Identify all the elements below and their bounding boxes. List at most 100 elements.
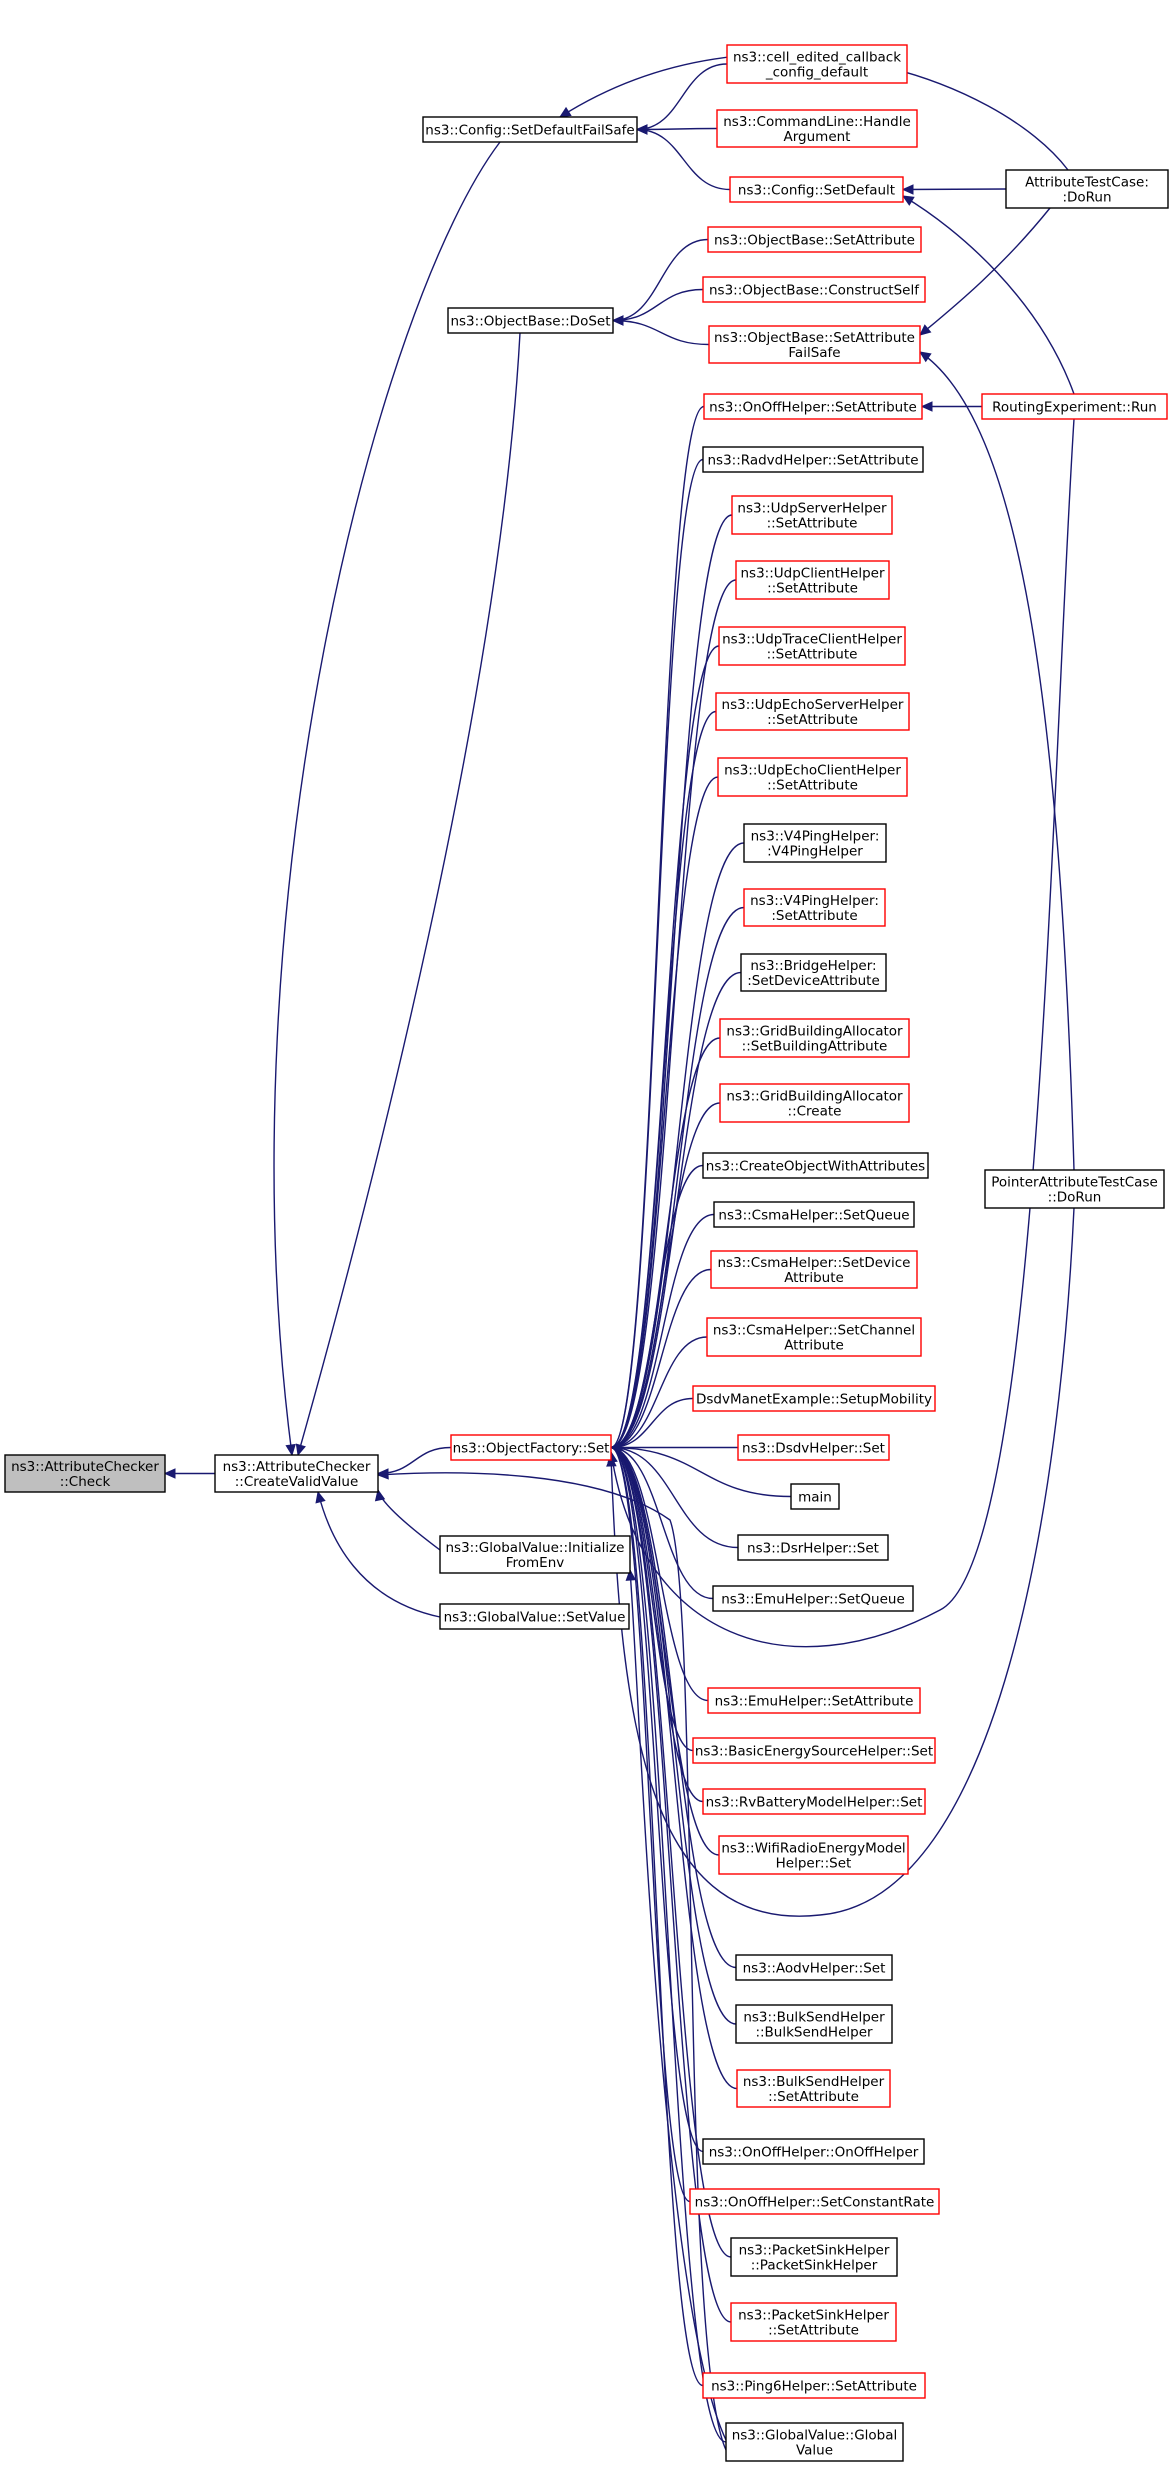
node-csma-setdevattr[interactable]: ns3::CsmaHelper::SetDeviceAttribute xyxy=(710,1250,918,1289)
node-gridbuilding-create[interactable]: ns3::GridBuildingAllocator::Create xyxy=(719,1083,910,1123)
node-box xyxy=(740,953,887,992)
node-onoff-ctor[interactable]: ns3::OnOffHelper::OnOffHelper xyxy=(702,2138,925,2165)
node-cell-edited[interactable]: ns3::cell_edited_callback_config_default xyxy=(726,44,908,84)
node-label: ::BulkSendHelper xyxy=(755,2025,873,2041)
edge-line xyxy=(273,141,501,1456)
node-object-base-doset[interactable]: ns3::ObjectBase::DoSet xyxy=(447,307,614,334)
node-onoff-setattr[interactable]: ns3::OnOffHelper::SetAttribute xyxy=(703,393,923,420)
node-label: ns3::RvBatteryModelHelper::Set xyxy=(706,1795,923,1811)
node-box xyxy=(790,1483,840,1510)
edges-layer xyxy=(163,53,1075,2451)
node-objbase-setattr[interactable]: ns3::ObjectBase::SetAttribute xyxy=(707,226,922,253)
node-udpechoserver-setattr[interactable]: ns3::UdpEchoServerHelper::SetAttribute xyxy=(715,692,910,731)
node-label: ns3::UdpEchoClientHelper xyxy=(724,763,901,779)
node-label: ::DoRun xyxy=(1048,1190,1102,1206)
node-box xyxy=(422,116,638,143)
node-udptrace-setattr[interactable]: ns3::UdpTraceClientHelper::SetAttribute xyxy=(718,626,906,666)
edge-line xyxy=(636,63,728,131)
node-onoff-setconst[interactable]: ns3::OnOffHelper::SetConstantRate xyxy=(689,2188,940,2215)
node-udpserver-setattr[interactable]: ns3::UdpServerHelper::SetAttribute xyxy=(731,495,893,535)
node-box xyxy=(743,823,887,863)
node-emu-setqueue[interactable]: ns3::EmuHelper::SetQueue xyxy=(712,1585,914,1612)
node-packetsink-setattr[interactable]: ns3::PacketSinkHelper::SetAttribute xyxy=(730,2302,897,2342)
node-box xyxy=(984,1169,1165,1209)
edge-line xyxy=(610,1207,1075,1917)
nodes-layer: ns3::AttributeChecker::Checkns3::Attribu… xyxy=(4,44,1169,2462)
node-label: :SetAttribute xyxy=(771,908,857,924)
node-box xyxy=(708,325,921,364)
node-create-obj-attrs[interactable]: ns3::CreateObjectWithAttributes xyxy=(702,1152,929,1179)
node-emu-setattr[interactable]: ns3::EmuHelper::SetAttribute xyxy=(707,1687,921,1714)
node-label: ::SetAttribute xyxy=(768,2323,859,2339)
edge-line xyxy=(612,288,704,322)
node-label: ns3::UdpEchoServerHelper xyxy=(722,697,904,713)
node-label: ns3::AttributeChecker xyxy=(223,1459,371,1475)
node-label: ns3::EmuHelper::SetQueue xyxy=(721,1592,905,1608)
node-config-setdefault[interactable]: ns3::Config::SetDefault xyxy=(729,176,904,203)
node-packetsink-ctor[interactable]: ns3::PacketSinkHelper::PacketSinkHelper xyxy=(730,2237,898,2277)
call-edge xyxy=(163,1468,216,1479)
edge-line xyxy=(610,1397,694,1449)
node-bulksend-setattr[interactable]: ns3::BulkSendHelper::SetAttribute xyxy=(736,2069,891,2108)
node-object-factory-set[interactable]: ns3::ObjectFactory::Set xyxy=(450,1434,612,1461)
node-dsr-set[interactable]: ns3::DsrHelper::Set xyxy=(737,1534,889,1561)
node-box xyxy=(725,2422,904,2462)
node-v4ping-setattr[interactable]: ns3::V4PingHelper::SetAttribute xyxy=(743,888,886,927)
node-udpclient-setattr[interactable]: ns3::UdpClientHelper::SetAttribute xyxy=(735,560,890,600)
node-label: Value xyxy=(796,2443,833,2459)
node-box xyxy=(702,276,926,303)
edge-line xyxy=(610,1446,691,2203)
call-edge xyxy=(609,842,745,1453)
node-box xyxy=(716,109,918,148)
node-aodv-set[interactable]: ns3::AodvHelper::Set xyxy=(735,1954,893,1981)
node-label: :V4PingHelper xyxy=(767,844,863,860)
node-label: Attribute xyxy=(784,1270,844,1286)
node-attr-testcase[interactable]: AttributeTestCase::DoRun xyxy=(1005,169,1169,209)
node-basicenergy-set[interactable]: ns3::BasicEnergySourceHelper::Set xyxy=(692,1737,936,1764)
node-set-default-failsafe[interactable]: ns3::Config::SetDefaultFailSafe xyxy=(422,116,638,143)
node-label: ns3::ObjectFactory::Set xyxy=(453,1441,610,1457)
node-radvd-setattr[interactable]: ns3::RadvdHelper::SetAttribute xyxy=(702,446,924,473)
node-pointer-testcase[interactable]: PointerAttributeTestCase::DoRun xyxy=(984,1169,1165,1209)
node-globalvalue-setvalue[interactable]: ns3::GlobalValue::SetValue xyxy=(439,1603,630,1630)
node-v4ping-ctor[interactable]: ns3::V4PingHelper::V4PingHelper xyxy=(743,823,887,863)
node-dsdv-set[interactable]: ns3::DsdvHelper::Set xyxy=(737,1434,890,1461)
node-box xyxy=(214,1454,379,1493)
node-label: ns3::ObjectBase::ConstructSelf xyxy=(709,283,920,299)
node-bulksend-ctor[interactable]: ns3::BulkSendHelper::BulkSendHelper xyxy=(735,2004,893,2044)
node-label: ::CreateValidValue xyxy=(235,1474,359,1490)
edge-arrowhead xyxy=(315,1490,326,1504)
node-box xyxy=(737,1534,889,1561)
edge-arrowhead xyxy=(919,324,932,336)
node-globalvalue-ctor[interactable]: ns3::GlobalValue::GlobalValue xyxy=(725,2422,904,2462)
node-main[interactable]: main xyxy=(790,1483,840,1510)
edge-line xyxy=(610,1446,738,2090)
node-box xyxy=(718,626,906,666)
edge-line xyxy=(610,1446,714,1600)
node-routing-run[interactable]: RoutingExperiment::Run xyxy=(981,393,1168,420)
node-rvbattery-set[interactable]: ns3::RvBatteryModelHelper::Set xyxy=(702,1788,926,1815)
node-label: main xyxy=(798,1490,832,1506)
node-dsdv-setupmobility[interactable]: DsdvManetExample::SetupMobility xyxy=(692,1385,936,1412)
edge-line xyxy=(610,405,705,1449)
node-label: :SetDeviceAttribute xyxy=(747,973,880,989)
call-edge xyxy=(609,1442,727,2443)
edge-arrowhead xyxy=(920,401,933,412)
edge-line xyxy=(610,1446,737,1969)
node-csma-setqueue[interactable]: ns3::CsmaHelper::SetQueue xyxy=(713,1201,915,1228)
node-bridge-setdevattr[interactable]: ns3::BridgeHelper::SetDeviceAttribute xyxy=(740,953,887,992)
edge-line xyxy=(610,579,737,1449)
edge-line xyxy=(377,1446,452,1475)
node-gridbuilding-setattr[interactable]: ns3::GridBuildingAllocator::SetBuildingA… xyxy=(719,1018,910,1058)
node-create-valid-value[interactable]: ns3::AttributeChecker::CreateValidValue xyxy=(214,1454,379,1493)
node-label: ::SetAttribute xyxy=(768,2089,859,2105)
node-objbase-construct[interactable]: ns3::ObjectBase::ConstructSelf xyxy=(702,276,926,303)
call-edge xyxy=(625,1568,727,2441)
node-ping6-setattr[interactable]: ns3::Ping6Helper::SetAttribute xyxy=(702,2372,926,2399)
node-udpechoclient-setattr[interactable]: ns3::UdpEchoClientHelper::SetAttribute xyxy=(717,757,908,797)
